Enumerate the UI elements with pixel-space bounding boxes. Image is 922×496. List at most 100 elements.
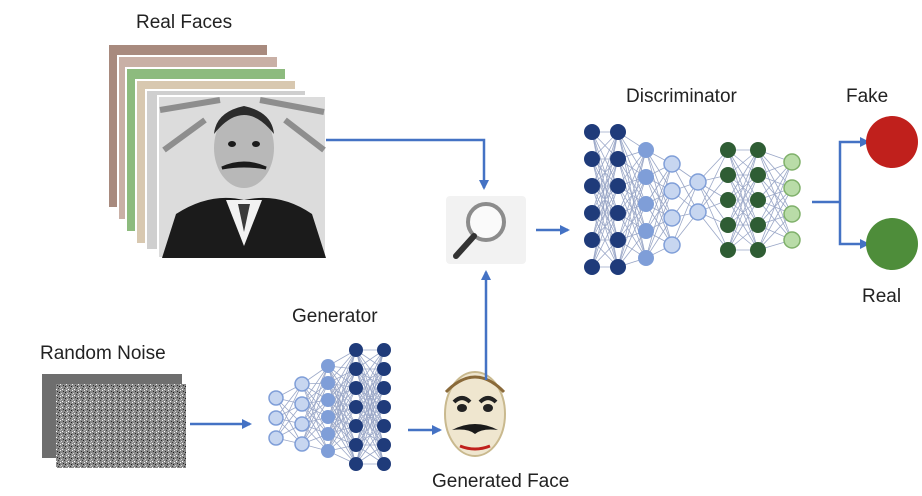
discriminator-node	[720, 217, 736, 233]
generator-node	[349, 381, 363, 395]
generator-edge	[301, 383, 329, 452]
generator-edge	[355, 349, 385, 389]
discriminator-edge	[591, 158, 619, 268]
discriminator-node	[689, 203, 707, 221]
discriminator-edge	[617, 149, 647, 214]
discriminator-node	[783, 179, 801, 197]
discriminator-edge	[591, 185, 619, 268]
generator-node	[349, 457, 363, 471]
discriminator-label: Discriminator	[626, 86, 737, 107]
discriminator-edge	[671, 163, 699, 213]
generator-node	[349, 343, 363, 357]
generator-edge	[301, 399, 329, 445]
discriminator-edge	[645, 190, 673, 259]
generator-node	[321, 410, 335, 424]
discriminator-edge	[727, 149, 759, 226]
generated-face-label: Generated Face	[432, 471, 570, 492]
discriminator-node	[638, 223, 654, 239]
discriminator-edge	[617, 149, 647, 268]
discriminator-edge	[591, 131, 619, 187]
generator-edge	[355, 406, 385, 465]
discriminator-node	[610, 232, 626, 248]
fake-label: Fake	[846, 86, 889, 107]
mask-face-icon	[444, 371, 506, 457]
generator-edge	[355, 425, 385, 465]
discriminator-edge	[591, 212, 619, 268]
discriminator-node	[750, 242, 766, 258]
to-real-arrow	[838, 202, 870, 249]
generator-node	[321, 359, 335, 373]
generator-edge	[355, 349, 385, 408]
generator-node	[377, 343, 391, 357]
discriminator-node	[610, 259, 626, 275]
generator-node	[377, 381, 391, 395]
generator-edge	[327, 382, 357, 427]
discriminator-node	[720, 167, 736, 183]
generator-edge	[301, 365, 329, 425]
discriminator-edge	[617, 176, 647, 268]
generator-node	[321, 376, 335, 390]
real-faces-label: Real Faces	[136, 12, 233, 33]
generator-edge	[301, 382, 329, 445]
real-to-discriminator-arrow	[326, 138, 489, 190]
discriminator-edge	[757, 149, 793, 215]
generator-edge	[327, 406, 357, 452]
real-label: Real	[862, 286, 902, 307]
generator-node	[349, 438, 363, 452]
discriminator-edge	[727, 149, 759, 251]
discriminator-node	[750, 192, 766, 208]
discriminator-edge	[671, 181, 699, 246]
discriminator-edge	[727, 149, 759, 201]
discriminator-edge	[757, 187, 793, 251]
generator-edge	[275, 383, 303, 439]
discriminator-edge	[645, 163, 673, 259]
discriminator-node	[638, 169, 654, 185]
discriminator-node	[783, 153, 801, 171]
generator-edge	[327, 382, 357, 446]
discriminator-network	[584, 124, 801, 275]
generator-edge	[327, 399, 357, 446]
generator-node	[268, 390, 284, 406]
generator-edge	[301, 383, 329, 435]
photo-stack-icon	[107, 43, 327, 259]
discriminator-node	[750, 217, 766, 233]
discriminator-node	[638, 250, 654, 266]
generator-node	[377, 362, 391, 376]
discriminator-node	[689, 173, 707, 191]
discriminator-edge	[697, 181, 729, 251]
discriminator-node	[638, 142, 654, 158]
generator-node	[268, 410, 284, 426]
discriminator-node	[750, 142, 766, 158]
generator-node	[294, 416, 310, 432]
random-noise-label: Random Noise	[40, 343, 166, 364]
generator-node	[377, 457, 391, 471]
generator-node	[349, 400, 363, 414]
discriminator-node	[663, 155, 681, 173]
discriminator-edge	[617, 203, 647, 268]
noise-image-icon	[42, 374, 186, 468]
discriminator-node	[663, 236, 681, 254]
discriminator-edge	[727, 199, 759, 251]
discriminator-edge	[645, 163, 673, 232]
generator-node	[294, 436, 310, 452]
discriminator-edge	[591, 131, 619, 241]
discriminator-edge	[757, 161, 793, 226]
generator-edge	[327, 365, 357, 408]
discriminator-node	[638, 196, 654, 212]
generator-label: Generator	[292, 306, 378, 327]
generator-edge	[327, 387, 357, 452]
generator-node	[321, 393, 335, 407]
generator-node	[377, 438, 391, 452]
discriminator-node	[584, 232, 600, 248]
generator-edge	[355, 349, 385, 427]
generator-edge	[301, 403, 329, 452]
generator-edge	[327, 349, 357, 401]
discriminator-node	[610, 178, 626, 194]
flow-arrows	[190, 137, 870, 435]
discriminator-node	[720, 242, 736, 258]
discriminator-edge	[727, 174, 759, 251]
generator-node	[349, 362, 363, 376]
generator-edge	[301, 382, 329, 425]
discriminator-node	[610, 151, 626, 167]
